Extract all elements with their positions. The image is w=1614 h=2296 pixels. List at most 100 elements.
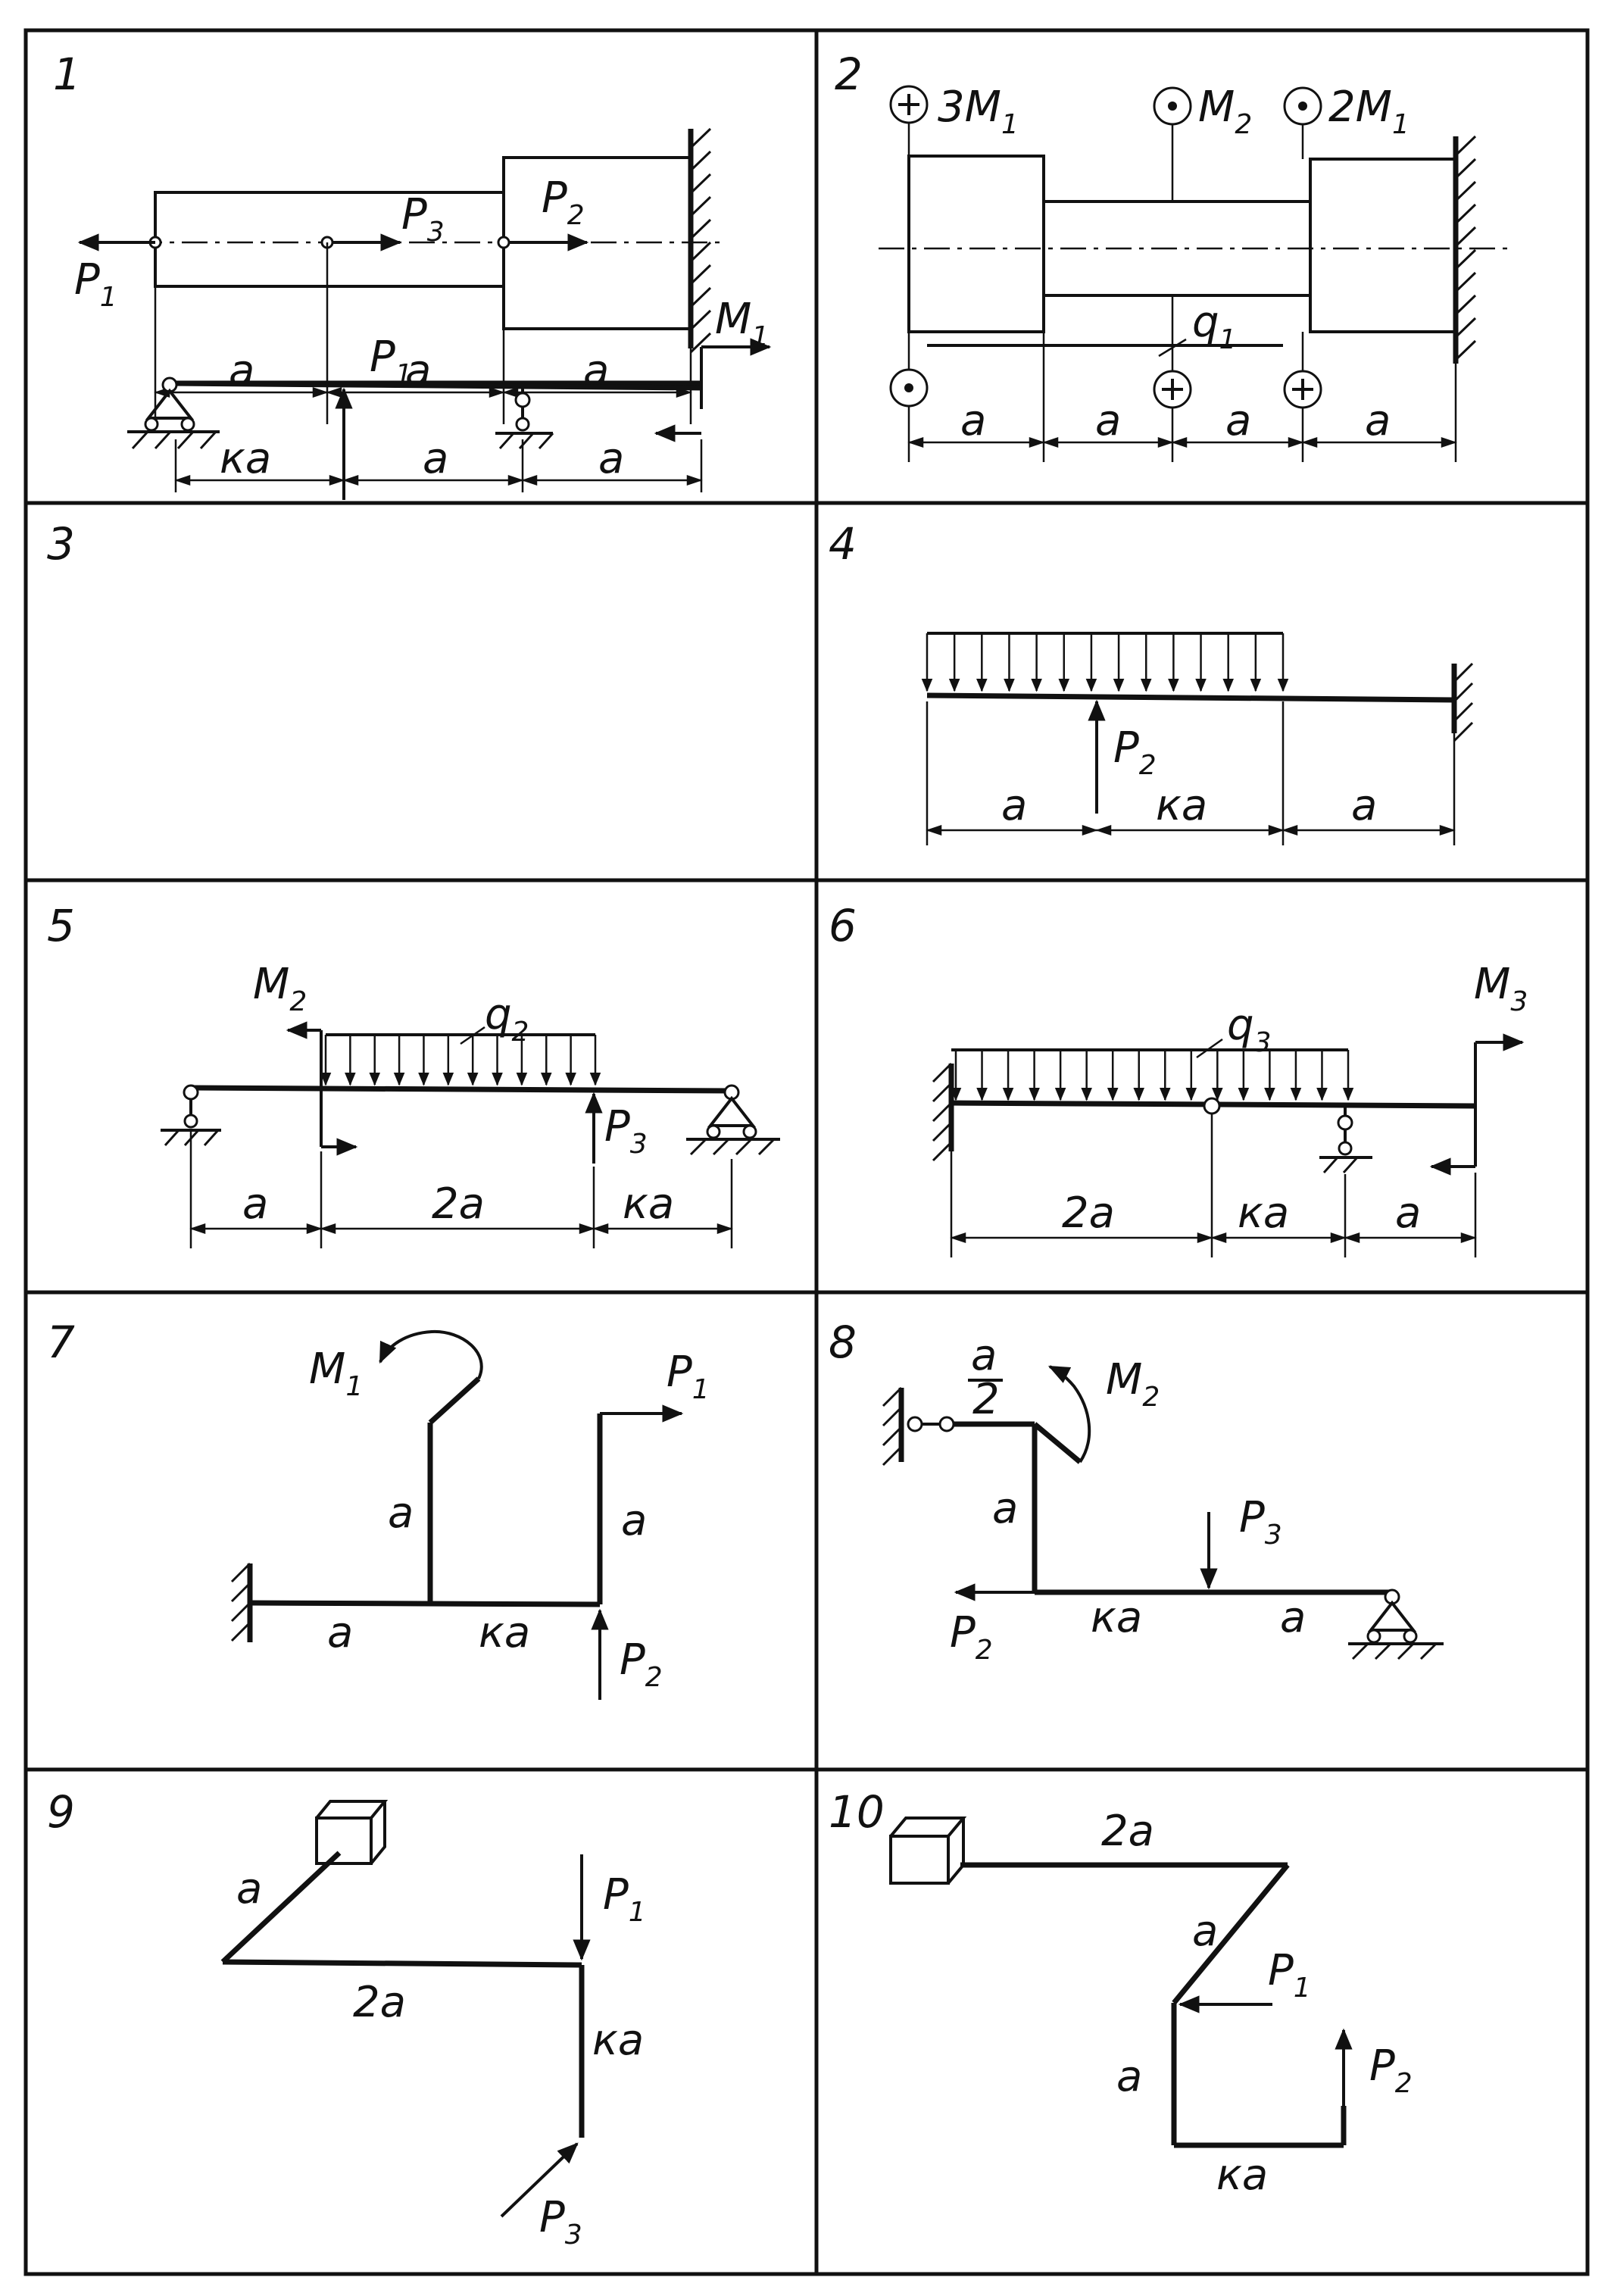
label-p1: P1 [603, 1870, 646, 1928]
torque-3m1-bottom-symbol [889, 368, 929, 408]
dim-label: кa [592, 2016, 644, 2065]
pin-support-left [127, 376, 220, 450]
panel-number: 10 [829, 1786, 885, 1838]
label-p3: P3 [1239, 1493, 1282, 1551]
dim-label: кa [1238, 1189, 1289, 1238]
shaft-left-section [907, 155, 1045, 333]
panel-9: 9 P1 P3 a 2a кa [47, 1786, 646, 2251]
torque-2m1-bottom-symbol [1283, 370, 1322, 409]
label-p1: P1 [74, 255, 117, 313]
dim-label: a [423, 434, 448, 483]
label-p1: P1 [1268, 1946, 1311, 2004]
pin-support-right [686, 1084, 780, 1156]
roller-support [1319, 1107, 1372, 1174]
moment-m2-arrow [1047, 1365, 1091, 1464]
dim-label: a [1280, 1593, 1306, 1642]
dim-label: a [388, 1488, 414, 1538]
panel-7: 7 M1 P1 P2 a a a кa [47, 1317, 710, 1700]
torque-3m1-symbol [889, 85, 929, 124]
torque-m2-bottom-symbol [1153, 370, 1192, 409]
distributed-load-q1-arrows [921, 632, 1289, 692]
label-p1: P1 [667, 1348, 710, 1405]
panel-8: 8 M2 a 2 P3 P2 a кa [829, 1317, 1444, 1666]
dim-label: a [236, 1864, 262, 1913]
label-p3: P3 [604, 1102, 648, 1160]
label-p2: P2 [1113, 723, 1157, 781]
dim-label: кa [1216, 2151, 1268, 2200]
dim-label: 2a [432, 1179, 485, 1229]
label-p3: P3 [401, 190, 445, 248]
dim-label: кa [220, 434, 271, 483]
dim-label: a [242, 1179, 268, 1229]
panel-number: 1 [53, 48, 81, 100]
roller-support [495, 388, 554, 450]
label-p2: P2 [950, 1608, 993, 1666]
dim-label: кa [1156, 781, 1207, 830]
panel-number: 4 [829, 518, 857, 570]
dim-label: 2a [1101, 1807, 1154, 1856]
label-3m1: 3M1 [938, 83, 1019, 140]
label-m3: M3 [1474, 960, 1528, 1017]
dim-label: a [960, 396, 986, 445]
dim-label: a [992, 1484, 1018, 1533]
pin-support [1348, 1588, 1444, 1660]
dim-label: a [1001, 781, 1027, 830]
label-m2: M2 [1198, 83, 1252, 140]
dim-label: a [1192, 1907, 1218, 1956]
panel-10: 10 P1 P2 2a a a кa [829, 1786, 1413, 2200]
label-q3: q3 [1227, 1001, 1271, 1058]
dim-label: a [598, 434, 624, 483]
force-p3-arrow [500, 2142, 579, 2218]
dim-label: a [1351, 781, 1377, 830]
label-2m1: 2M1 [1328, 83, 1410, 140]
torque-m2-symbol [1153, 86, 1192, 126]
dim-label: кa [1091, 1593, 1142, 1642]
panel-6: 6 q3 M3 2a к [829, 900, 1528, 1257]
label-p2: P2 [542, 173, 585, 231]
dim-label: a [1095, 396, 1121, 445]
label-m1: M1 [309, 1345, 363, 1402]
panel-2: 2 [835, 48, 1507, 462]
dim-label: a [229, 346, 254, 395]
label-p3: P3 [539, 2193, 582, 2251]
label-p1: P1 [370, 333, 413, 390]
panel-5: 5 M2 q2 P3 [47, 900, 780, 1248]
label-q2: q2 [485, 990, 529, 1048]
panel-number: 6 [829, 900, 857, 951]
dim-label: a [1395, 1189, 1421, 1238]
panel-number: 9 [47, 1786, 75, 1838]
dim-label: кa [479, 1608, 530, 1657]
dim-label: a [621, 1496, 647, 1545]
panel-number: 3 [47, 518, 75, 570]
panel-number: 8 [829, 1317, 857, 1368]
intermediate-hinge [1203, 1097, 1221, 1115]
dim-label: a [1116, 2052, 1142, 2101]
dim-label: 2a [1062, 1189, 1115, 1238]
label-p2: P2 [1369, 2041, 1413, 2099]
dim-label: кa [623, 1179, 674, 1229]
moment-m1-arrow [379, 1329, 483, 1379]
dim-label: 2a [353, 1978, 406, 2027]
shaft-right-section [1309, 158, 1457, 333]
wall-hatch [689, 127, 712, 354]
label-m2: M2 [1106, 1355, 1160, 1413]
panel-number: 2 [835, 48, 863, 100]
label-m1: M1 [715, 295, 769, 352]
panel-number: 5 [47, 900, 75, 951]
fixed-block [889, 1816, 967, 1885]
panel-4: 4 q1 P2 a кa a [829, 298, 1474, 845]
torque-2m1-symbol [1283, 86, 1322, 126]
distributed-load-q2-arrows [320, 1035, 601, 1086]
label-q1: q1 [1192, 298, 1236, 355]
dim-fraction-numerator: a [971, 1331, 997, 1380]
panel-3: 3 M1 P1 [47, 295, 772, 570]
dim-label: a [327, 1608, 353, 1657]
panel-number: 7 [47, 1317, 75, 1368]
label-p2: P2 [620, 1635, 663, 1693]
dim-label: a [1365, 396, 1391, 445]
label-m2: M2 [253, 960, 307, 1017]
grid-frame [23, 28, 1590, 2276]
distributed-load-q3-arrows [950, 1050, 1354, 1101]
fixed-block [315, 1800, 389, 1865]
